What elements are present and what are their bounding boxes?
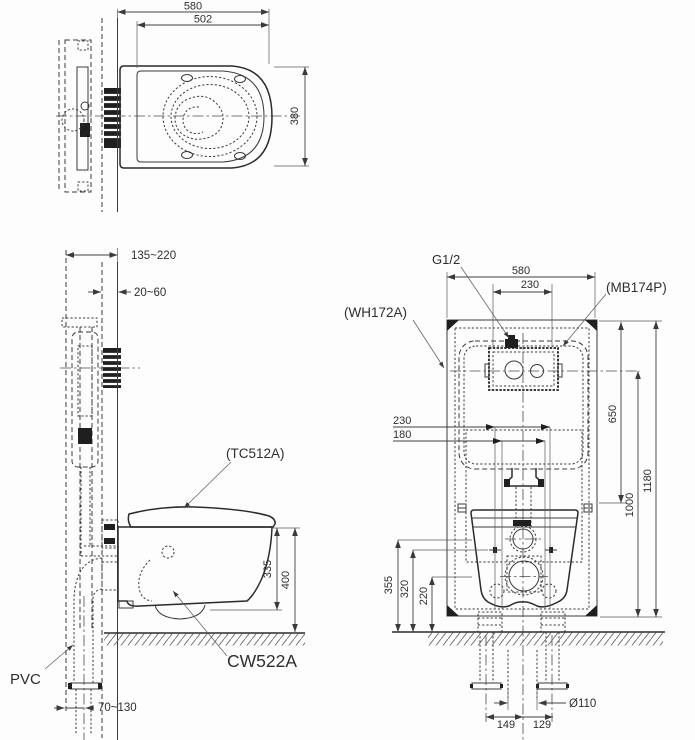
dim-rim-height: 400 — [280, 571, 292, 589]
dim-top-overall-depth: 580 — [184, 1, 202, 13]
front-view: 580 230 G1/2 (MB174P) (WH172A) 230 180 6… — [344, 252, 667, 740]
label-bowl-model: CW522A — [227, 651, 297, 671]
dim-drain-offset-range: 70~130 — [98, 702, 137, 714]
dim-top-seat-depth: 502 — [194, 14, 212, 26]
dim-wall-thickness-range: 20~60 — [134, 287, 166, 299]
dim-bolts-width: 180 — [393, 429, 411, 441]
dim-frame-width: 580 — [512, 265, 530, 277]
dim-holes-width: 230 — [393, 415, 411, 427]
label-plate-model: (MB174P) — [606, 280, 667, 295]
label-drain-material: PVC — [10, 671, 41, 688]
dim-plate-center-height: 1000 — [624, 493, 636, 517]
dim-drain-diameter: Ø110 — [569, 698, 596, 710]
dim-left-pipe-offset: 149 — [497, 719, 515, 731]
dim-frame-depth-range: 135~220 — [131, 250, 176, 262]
label-supply-thread: G1/2 — [432, 252, 460, 267]
dim-plate-width: 230 — [521, 279, 539, 291]
dim-top-width: 380 — [289, 107, 301, 125]
dim-bolt-height: 320 — [399, 580, 411, 598]
dim-frame-height: 1180 — [642, 469, 654, 493]
dim-right-pipe-offset: 129 — [533, 719, 551, 731]
dim-tank-height: 650 — [607, 405, 619, 423]
dim-drain-height: 220 — [418, 587, 430, 605]
top-view: 580 502 380 — [56, 1, 309, 212]
dim-supply-height: 355 — [383, 576, 395, 594]
side-view: 135~220 20~60 335 400 (TC512A) CW522A PV… — [10, 248, 305, 740]
label-frame-model: (WH172A) — [344, 305, 407, 320]
label-seat-model: (TC512A) — [226, 446, 285, 461]
dim-bowl-bottom-height: 335 — [262, 560, 274, 578]
